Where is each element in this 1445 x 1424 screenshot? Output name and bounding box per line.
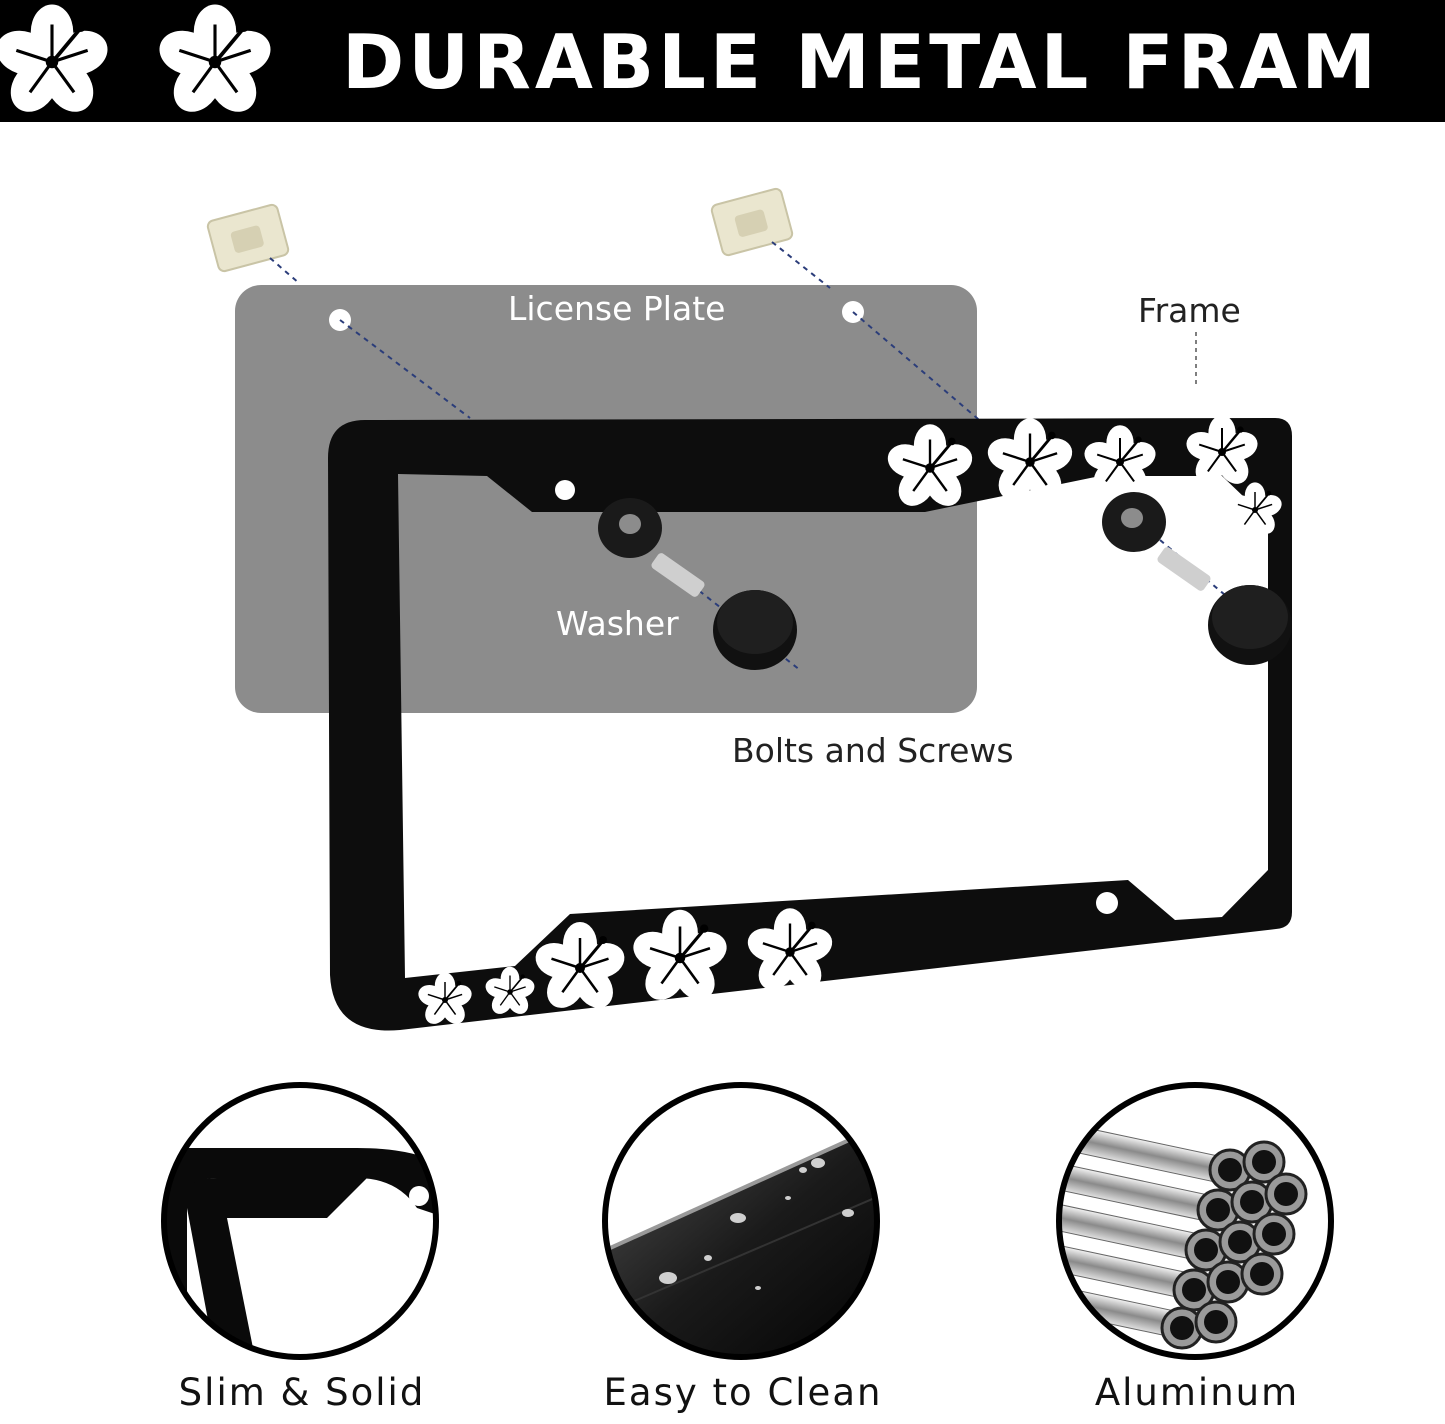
installation-diagram xyxy=(206,187,1292,1031)
clip-nut-left xyxy=(206,203,290,273)
washer-assembly-right xyxy=(1102,492,1292,665)
feature-easy-to-clean: Easy to Clean xyxy=(598,1078,888,1424)
license-plate-label: License Plate xyxy=(508,289,726,328)
license-plate-frame xyxy=(328,418,1292,1031)
frame-label: Frame xyxy=(1138,291,1241,330)
feature-slim-solid: Slim & Solid xyxy=(157,1078,447,1424)
washer-label: Washer xyxy=(556,604,679,643)
aluminum-tubes-closeup xyxy=(1056,1082,1334,1360)
frame-hole-bottom xyxy=(1096,892,1118,914)
feature-label: Slim & Solid xyxy=(178,1371,426,1414)
feature-aluminum: Aluminum xyxy=(1052,1078,1342,1424)
washer-assembly-left xyxy=(598,498,797,670)
bolts-label: Bolts and Screws xyxy=(732,731,1014,770)
banner-title: DURABLE METAL FRAM xyxy=(342,18,1381,106)
frame-hole-left xyxy=(555,480,575,500)
hibiscus-flower-icon xyxy=(151,2,279,122)
feature-label: Aluminum xyxy=(1094,1371,1300,1414)
water-droplets-closeup xyxy=(602,1082,880,1360)
clip-nut-right xyxy=(710,187,794,257)
hibiscus-flower-icon xyxy=(0,2,110,122)
frame-corner-closeup xyxy=(161,1082,439,1360)
title-banner: DURABLE METAL FRAM xyxy=(0,0,1445,122)
feature-label: Easy to Clean xyxy=(603,1371,883,1414)
